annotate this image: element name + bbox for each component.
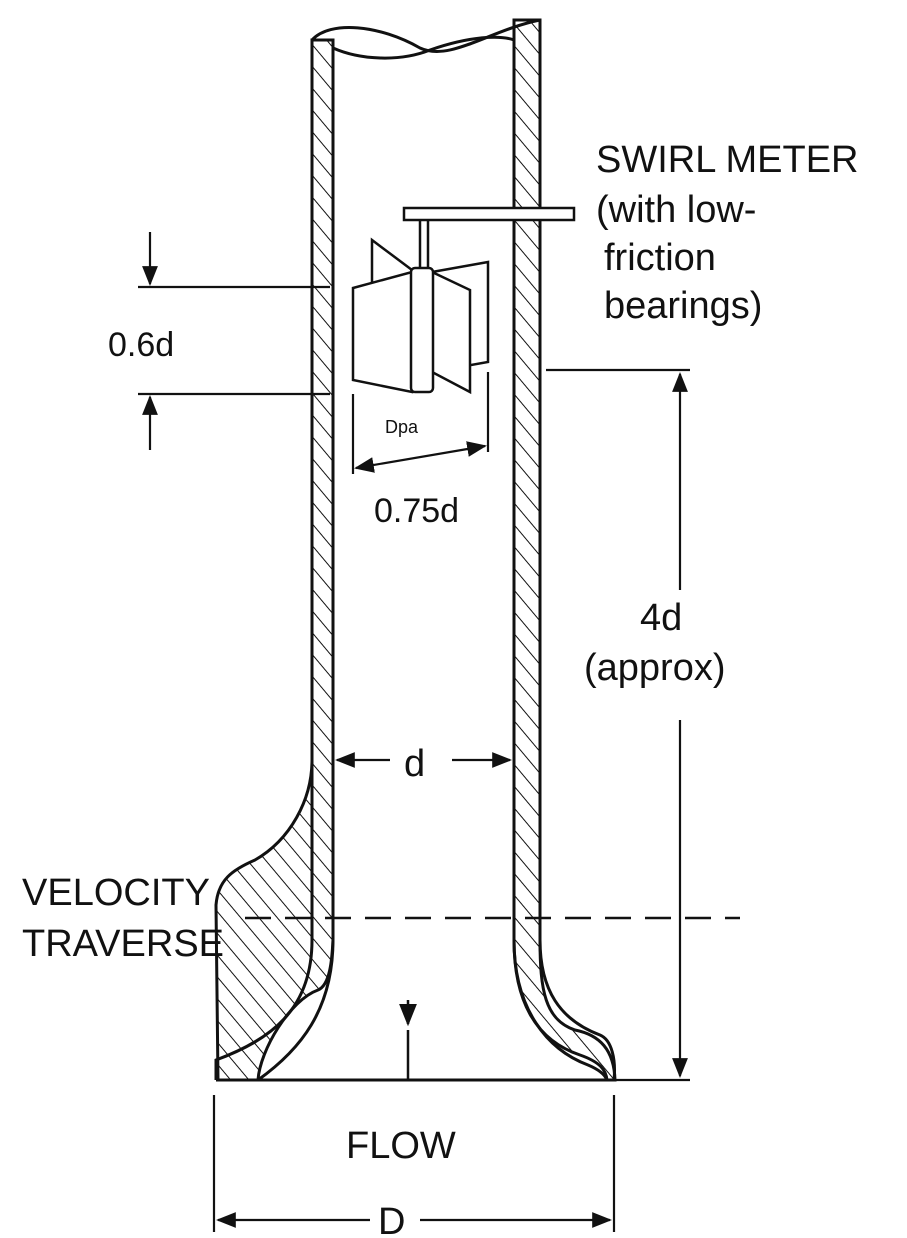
flow-label: FLOW xyxy=(346,1125,456,1167)
vane-hub xyxy=(409,266,435,394)
velocity-traverse-label-line2: TRAVERSE xyxy=(22,923,224,965)
vane-front-left xyxy=(351,270,414,394)
pipe-diameter-label: d xyxy=(404,743,425,785)
dpa-label: Dpa xyxy=(385,417,419,437)
distance-dimension xyxy=(546,368,690,1082)
swirl-meter-label-line3: friction xyxy=(604,237,716,279)
vane-height-label: 0.6d xyxy=(108,326,174,364)
bearing-bar xyxy=(402,206,576,222)
vane-height-dimension xyxy=(138,232,330,450)
vane-diameter-label: 0.75d xyxy=(374,492,459,530)
inlet-diameter-dimension xyxy=(212,1095,616,1232)
pipe xyxy=(214,18,617,1082)
inlet-diameter-label: D xyxy=(378,1201,405,1238)
distance-label-line2: (approx) xyxy=(584,647,726,689)
velocity-traverse-label-line1: VELOCITY xyxy=(22,872,210,914)
distance-label-line1: 4d xyxy=(640,597,682,639)
pipe-outline xyxy=(214,18,616,1082)
velocity-traverse-line xyxy=(245,916,740,1080)
swirl-meter-label-line4: bearings) xyxy=(604,285,762,327)
vane-front-right xyxy=(430,270,472,395)
swirl-meter-label-line2: (with low- xyxy=(596,189,756,231)
left-pipe-wall xyxy=(214,38,335,1082)
vane-diameter-dimension xyxy=(351,372,490,474)
swirl-meter xyxy=(351,206,576,395)
swirl-meter-label-line1: SWIRL METER xyxy=(596,139,859,181)
